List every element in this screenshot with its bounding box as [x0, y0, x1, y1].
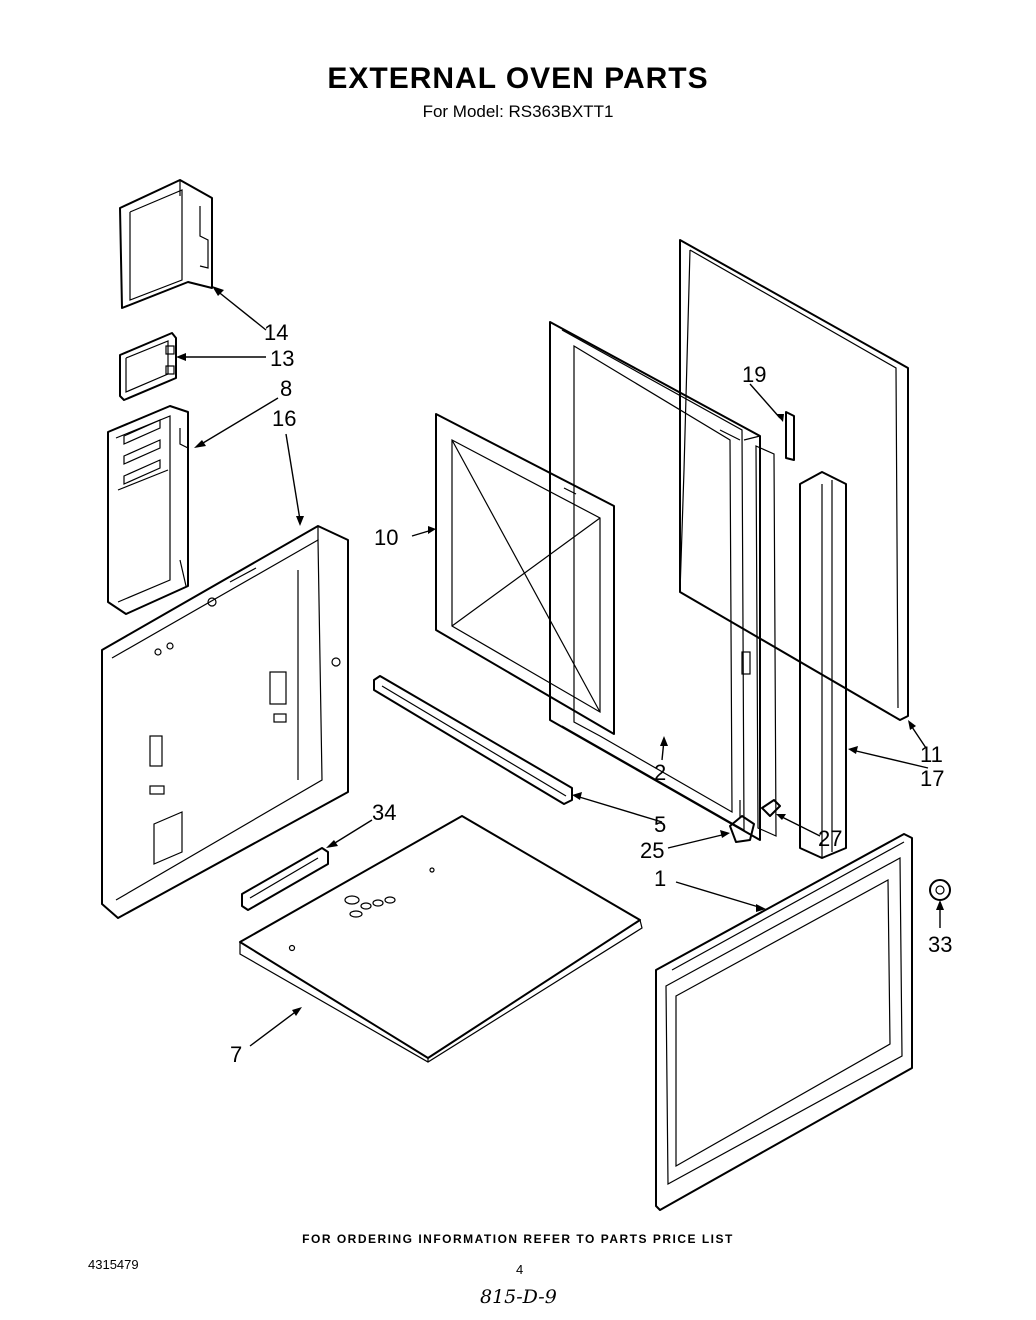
callout-1: 1 — [654, 866, 666, 891]
callout-11: 11 — [920, 742, 943, 767]
callout-34: 34 — [372, 800, 396, 825]
callout-19: 19 — [742, 362, 766, 387]
part-19-strip — [785, 411, 795, 461]
part-10-door-glass-frame — [435, 413, 615, 735]
callout-17: 17 — [920, 766, 944, 791]
callout-2: 2 — [654, 760, 666, 785]
callout-16: 16 — [272, 406, 296, 431]
part-16-side-panel — [101, 525, 349, 919]
callout-13: 13 — [270, 346, 294, 371]
part-1-front-frame — [655, 833, 913, 1211]
callout-7: 7 — [230, 1042, 242, 1067]
leader-lines — [176, 286, 944, 1047]
callout-8: 8 — [280, 376, 292, 401]
part-25-hinge-bracket — [729, 800, 755, 843]
part-2-door-frame — [549, 321, 777, 841]
part-17-channel — [799, 471, 847, 859]
part-27-clip — [761, 799, 781, 817]
part-7-oven-bottom — [239, 815, 643, 1063]
part-33-knob — [929, 879, 951, 901]
callout-5: 5 — [654, 812, 666, 837]
handwritten-note: 815-D-9 — [480, 1286, 557, 1308]
part-34-strip — [241, 847, 329, 911]
callout-25: 25 — [640, 838, 664, 863]
page-title: EXTERNAL OVEN PARTS — [327, 62, 709, 95]
callout-27: 27 — [818, 826, 842, 851]
part-14-bracket — [119, 179, 213, 309]
part-8-slotted-bracket — [107, 405, 189, 615]
document-number: 4315479 — [88, 1257, 139, 1272]
model-subtitle: For Model: RS363BXTT1 — [422, 102, 614, 121]
callout-10: 10 — [374, 525, 398, 550]
part-13-plate — [119, 332, 177, 401]
callout-14: 14 — [264, 320, 288, 345]
callout-33: 33 — [928, 932, 952, 957]
page-number: 4 — [516, 1262, 524, 1277]
ordering-note: FOR ORDERING INFORMATION REFER TO PARTS … — [302, 1232, 734, 1246]
part-5-rail — [373, 675, 573, 805]
part-11-rear-panel — [679, 239, 909, 721]
